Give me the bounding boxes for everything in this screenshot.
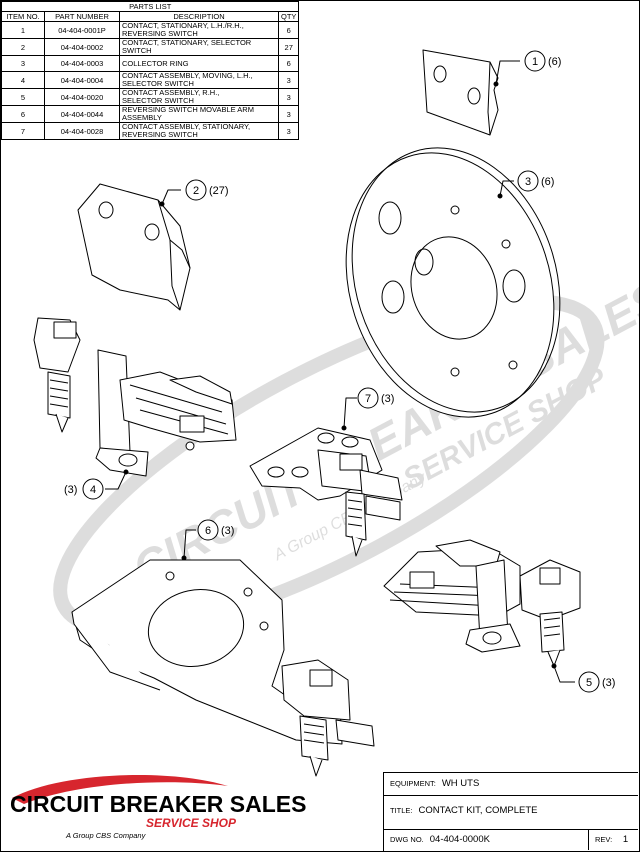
svg-text:(6): (6) — [541, 176, 554, 188]
logo-tagline: A Group CBS Company — [65, 831, 147, 840]
logo-swoosh — [12, 774, 228, 804]
leader-lines — [105, 60, 575, 683]
callout-7: 7 (3) — [357, 387, 394, 409]
svg-text:(3): (3) — [602, 677, 615, 689]
svg-text:(27): (27) — [209, 185, 229, 197]
svg-text:(3): (3) — [221, 525, 234, 537]
company-logo: CIRCUIT BREAKER SALES SERVICE SHOP A Gro… — [10, 774, 306, 840]
part-5-contact-assembly-rh — [383, 539, 581, 667]
title-block: EQUIPMENT: WH UTS TITLE: CONTACT KIT, COMP… — [383, 772, 638, 851]
svg-text:(6): (6) — [548, 56, 561, 68]
part-4-moving-contact-assembly — [33, 317, 237, 477]
dwg-label: DWG NO. — [390, 835, 424, 844]
callout-4: 4 (3) — [64, 478, 104, 500]
part-1-stationary-contact — [422, 49, 499, 136]
part-2-selector-contact — [77, 183, 191, 311]
svg-text:(3): (3) — [381, 393, 394, 405]
svg-text:3: 3 — [525, 176, 531, 188]
logo-company-name: CIRCUIT BREAKER SALES — [10, 791, 306, 817]
callout-6: 6 (3) — [197, 519, 234, 541]
svg-text:(3): (3) — [64, 484, 77, 496]
rev-value: 1 — [622, 834, 629, 845]
qty-cell: 3 — [277, 122, 300, 140]
logo-service-shop: SERVICE SHOP — [146, 816, 237, 830]
part-3-collector-ring — [345, 147, 561, 418]
parts-list-table: PARTS LIST ITEM NO. PART NUMBER DESCRIPT… — [0, 1, 300, 140]
svg-text:7: 7 — [365, 393, 371, 405]
title-value: CONTACT KIT, COMPLETE — [418, 805, 538, 816]
svg-text:6: 6 — [205, 525, 211, 537]
rev-cell: REV: 1 — [588, 830, 628, 850]
part-6-movable-arm-assembly — [71, 559, 375, 777]
part-7-stationary-contact-assembly — [249, 427, 403, 557]
svg-text:1: 1 — [532, 56, 538, 68]
callout-5: 5 (3) — [578, 671, 615, 693]
svg-text:5: 5 — [586, 677, 592, 689]
equipment-label: EQUIPMENT: — [390, 779, 436, 788]
callout-1: 1 (6) — [524, 50, 561, 72]
callout-3: 3 (6) — [517, 170, 554, 192]
svg-text:2: 2 — [193, 185, 199, 197]
svg-text:4: 4 — [90, 484, 96, 496]
equipment-row: EQUIPMENT: WH UTS — [384, 773, 638, 796]
title-row: TITLE: CONTACT KIT, COMPLETE — [384, 796, 638, 830]
callout-2: 2 (27) — [185, 179, 229, 201]
part-number-cell: 04-404-0028 — [44, 122, 120, 140]
dwg-row: DWG NO. 04-404-0000K REV: 1 — [384, 830, 638, 850]
dwg-value: 04-404-0000K — [429, 834, 490, 845]
equipment-value: WH UTS — [441, 778, 480, 789]
rev-label: REV: — [595, 835, 613, 844]
title-label: TITLE: — [390, 806, 413, 815]
